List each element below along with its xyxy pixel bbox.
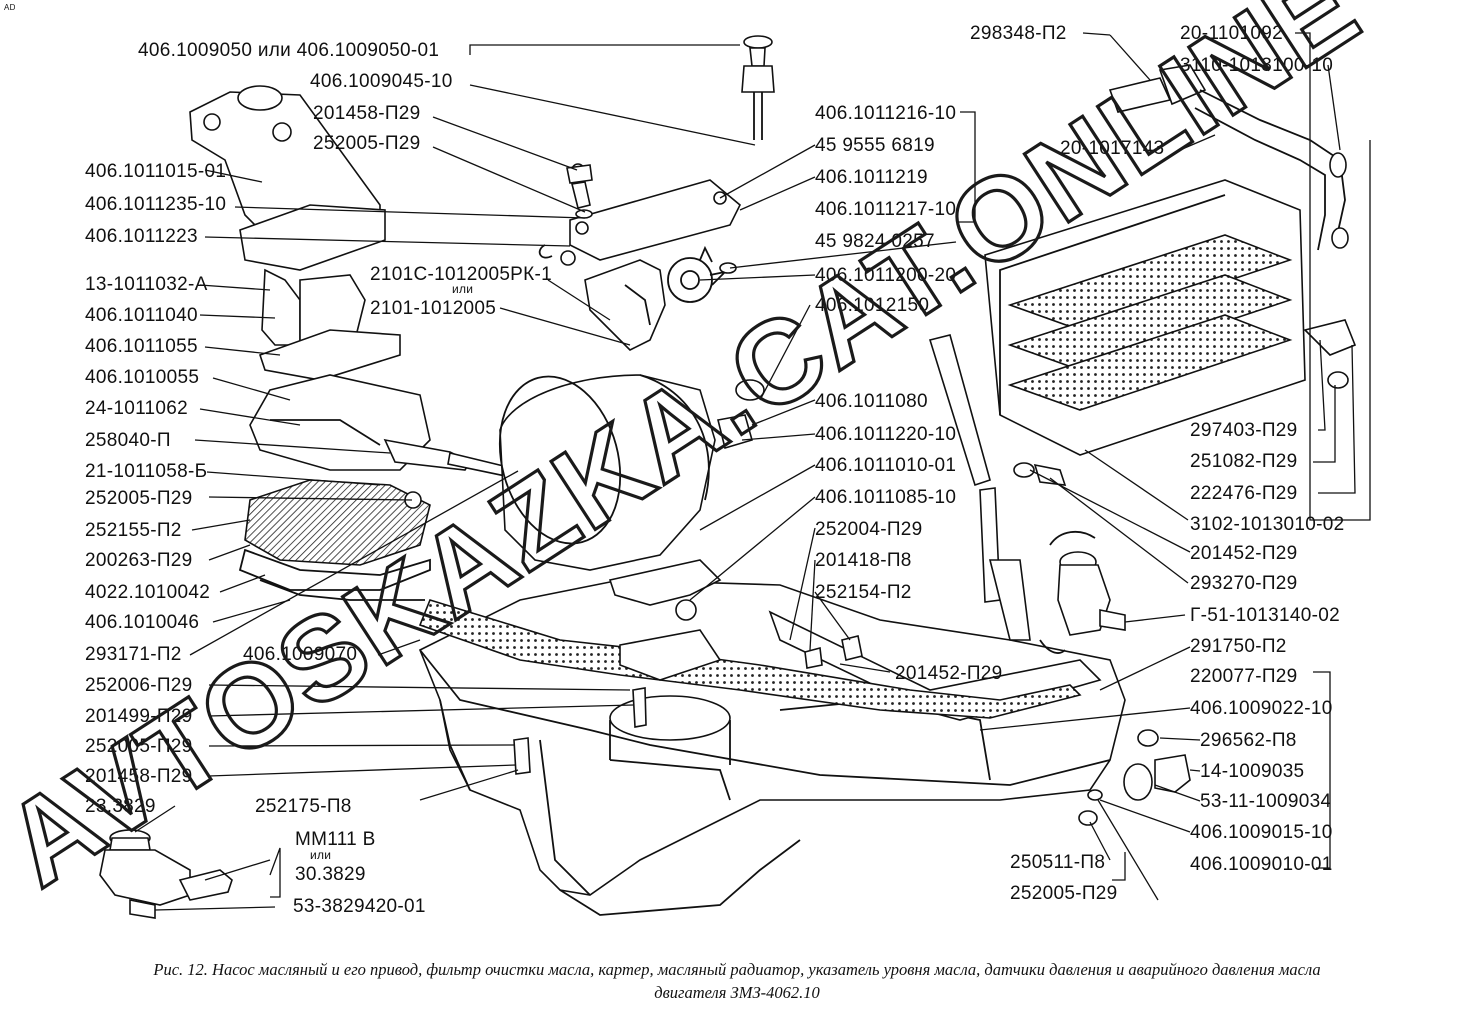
label-part: 251082-П29	[1190, 451, 1298, 472]
label-part: 252005-П29	[1010, 883, 1118, 904]
label-part: 291750-П2	[1190, 636, 1287, 657]
label-part: 406.1011085-10	[815, 487, 956, 508]
fasteners	[513, 164, 863, 775]
label-part: 406.1011235-10	[85, 194, 226, 215]
label-part: 20-1101092	[1180, 23, 1283, 44]
label-part: 3102-1013010-02	[1190, 514, 1345, 535]
label-part: 4022.1010042	[85, 582, 210, 603]
label-part: 406.1011040	[85, 305, 198, 326]
labels-left: 406.1009050 или 406.1009050-01 406.10090…	[85, 40, 453, 817]
label-part: 406.1011080	[815, 391, 928, 412]
label-part: 13-1011032-А	[85, 274, 208, 295]
label-part: 222476-П29	[1190, 483, 1298, 504]
label-part: 201418-П8	[815, 550, 912, 571]
label-part: 406.1011223	[85, 226, 198, 247]
caption-line-1: Рис. 12. Насос масляный и его привод, фи…	[153, 960, 1321, 979]
label-part: 201499-П29	[85, 706, 193, 727]
label-part: 406.1009015-10	[1190, 822, 1333, 843]
caption-line-2: двигателя ЗМЗ-4062.10	[654, 983, 820, 1002]
label-part: 293270-П29	[1190, 573, 1298, 594]
label-part: 53-11-1009034	[1200, 791, 1332, 812]
label-part: 406.1011015-01	[85, 161, 226, 182]
label-part: 2101-1012005	[370, 298, 496, 319]
oil-pressure-sensor	[99, 829, 233, 919]
label-part: 406.1011216-10	[815, 103, 956, 124]
label-part: 30.3829	[295, 864, 366, 885]
label-part: 250511-П8	[1010, 852, 1105, 873]
label-part: 14-1009035	[1200, 761, 1304, 782]
drain-valve	[1039, 530, 1126, 654]
label-part: 252005-П29	[85, 488, 193, 509]
oil-pump-drive	[538, 163, 741, 351]
label-part: 406.1012150	[815, 295, 929, 316]
label-part: Г-51-1013140-02	[1190, 605, 1340, 626]
label-part: или	[310, 848, 331, 862]
label-part: 200263-П29	[85, 550, 193, 571]
label-part: 296562-П8	[1200, 730, 1297, 751]
drain-plug	[1078, 729, 1191, 826]
label-part: 406.1009022-10	[1190, 698, 1333, 719]
label-part: 293171-П2	[85, 644, 182, 665]
label-part: 252005-П29	[85, 736, 193, 757]
oil-hoses	[1108, 64, 1349, 251]
label-part: 406.1009010-01	[1190, 854, 1333, 875]
dipstick	[741, 35, 775, 140]
label-part: 220077-П29	[1190, 666, 1298, 687]
label-part: 252006-П29	[85, 675, 193, 696]
oil-filter	[498, 374, 765, 681]
label-part: ММ111 В	[295, 829, 376, 850]
label-part: 252154-П2	[815, 582, 912, 603]
leader-lines	[134, 32, 1371, 911]
oil-pump	[189, 85, 525, 601]
label-part: 45 9555 6819	[815, 135, 935, 156]
label-part: 406.1010046	[85, 612, 199, 633]
label-part: 406.1009050 или 406.1009050-01	[138, 40, 439, 61]
label-part: 201458-П29	[85, 766, 193, 787]
oil-sump	[418, 579, 1126, 916]
label-part: 252004-П29	[815, 519, 923, 540]
label-part: 406.1011220-10	[815, 424, 956, 445]
label-part: 406.1009045-10	[310, 71, 453, 92]
figure-caption: Рис. 12. Насос масляный и его привод, фи…	[0, 958, 1474, 1004]
label-part: 252175-П8	[255, 796, 352, 817]
label-part: 53-3829420-01	[293, 896, 426, 917]
label-part: 3110-1013100-10	[1180, 55, 1333, 76]
oil-cooler	[928, 179, 1357, 641]
label-part: 45 9824 0257	[815, 231, 935, 252]
label-part: 201458-П29	[313, 103, 421, 124]
labels-right: 298348-П2 20-1101092 3110-1013100-10 20-…	[970, 23, 1345, 904]
corner-mark: AD	[4, 3, 16, 12]
label-part: 23.3829	[85, 796, 156, 817]
label-part: 21-1011058-Б	[85, 461, 207, 482]
label-part: 406.1011217-10	[815, 199, 956, 220]
label-part: 201452-П29	[1190, 543, 1298, 564]
label-part: 24-1011062	[85, 398, 188, 419]
label-part: 252155-П2	[85, 520, 182, 541]
label-part: 258040-П	[85, 430, 171, 451]
label-part: 252005-П29	[313, 133, 421, 154]
label-part: 406.1011010-01	[815, 455, 956, 476]
label-part: 2101С-1012005РК-1	[370, 264, 552, 285]
label-part: 297403-П29	[1190, 420, 1298, 441]
label-part: 20-1017143	[1060, 138, 1164, 159]
label-part: 406.1009070	[243, 644, 357, 665]
label-part: 201452-П29	[895, 663, 1003, 684]
label-part: 298348-П2	[970, 23, 1067, 44]
label-part: 406.1011219	[815, 167, 928, 188]
labels-center: 406.1011216-10 45 9555 6819 406.1011219 …	[243, 103, 1003, 917]
label-part: 406.1011200-20	[815, 265, 956, 286]
label-part: 406.1011055	[85, 336, 198, 357]
label-part: или	[452, 282, 473, 296]
label-part: 406.1010055	[85, 367, 199, 388]
